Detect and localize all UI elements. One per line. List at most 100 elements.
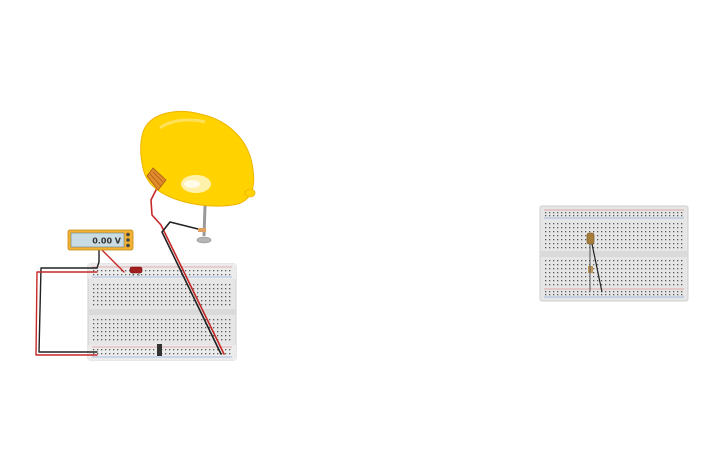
breadboard-hole[interactable] bbox=[105, 323, 107, 325]
breadboard-hole[interactable] bbox=[609, 231, 611, 233]
breadboard-hole[interactable] bbox=[201, 323, 203, 325]
breadboard-hole[interactable] bbox=[625, 268, 627, 270]
breadboard-hole[interactable] bbox=[145, 339, 147, 341]
breadboard-hole[interactable] bbox=[553, 264, 555, 266]
breadboard-hole[interactable] bbox=[661, 272, 663, 274]
breadboard-hole[interactable] bbox=[629, 260, 631, 262]
breadboard-hole[interactable] bbox=[193, 288, 195, 290]
breadboard-hole[interactable] bbox=[589, 215, 591, 217]
breadboard-hole[interactable] bbox=[677, 231, 679, 233]
breadboard-hole[interactable] bbox=[105, 304, 107, 306]
breadboard-hole[interactable] bbox=[677, 243, 679, 245]
breadboard-hole[interactable] bbox=[609, 215, 611, 217]
breadboard-hole[interactable] bbox=[185, 292, 187, 294]
breadboard-hole[interactable] bbox=[613, 243, 615, 245]
breadboard-hole[interactable] bbox=[625, 276, 627, 278]
breadboard-hole[interactable] bbox=[593, 247, 595, 249]
breadboard-hole[interactable] bbox=[645, 215, 647, 217]
breadboard-hole[interactable] bbox=[201, 339, 203, 341]
breadboard-hole[interactable] bbox=[625, 280, 627, 282]
breadboard-hole[interactable] bbox=[101, 319, 103, 321]
breadboard-hole[interactable] bbox=[565, 247, 567, 249]
breadboard-hole[interactable] bbox=[169, 353, 171, 355]
breadboard-hole[interactable] bbox=[621, 239, 623, 241]
breadboard-hole[interactable] bbox=[633, 276, 635, 278]
breadboard-hole[interactable] bbox=[597, 264, 599, 266]
breadboard-hole[interactable] bbox=[177, 353, 179, 355]
breadboard-hole[interactable] bbox=[189, 296, 191, 298]
breadboard-hole[interactable] bbox=[169, 274, 171, 276]
breadboard-hole[interactable] bbox=[141, 353, 143, 355]
breadboard-hole[interactable] bbox=[617, 284, 619, 286]
breadboard-hole[interactable] bbox=[597, 247, 599, 249]
breadboard-hole[interactable] bbox=[649, 280, 651, 282]
breadboard-hole[interactable] bbox=[581, 239, 583, 241]
breadboard-hole[interactable] bbox=[165, 292, 167, 294]
breadboard-hole[interactable] bbox=[153, 339, 155, 341]
breadboard-hole[interactable] bbox=[561, 231, 563, 233]
breadboard-hole[interactable] bbox=[545, 247, 547, 249]
breadboard-hole[interactable] bbox=[129, 296, 131, 298]
breadboard-hole[interactable] bbox=[565, 227, 567, 229]
breadboard-hole[interactable] bbox=[565, 215, 567, 217]
breadboard-hole[interactable] bbox=[645, 294, 647, 296]
breadboard-hole[interactable] bbox=[193, 349, 195, 351]
breadboard-hole[interactable] bbox=[601, 264, 603, 266]
breadboard-hole[interactable] bbox=[617, 227, 619, 229]
breadboard-hole[interactable] bbox=[637, 260, 639, 262]
breadboard-hole[interactable] bbox=[585, 223, 587, 225]
breadboard-hole[interactable] bbox=[141, 331, 143, 333]
breadboard-hole[interactable] bbox=[617, 291, 619, 293]
breadboard-hole[interactable] bbox=[673, 276, 675, 278]
breadboard-hole[interactable] bbox=[625, 227, 627, 229]
breadboard-hole[interactable] bbox=[545, 212, 547, 214]
breadboard-hole[interactable] bbox=[605, 239, 607, 241]
breadboard-hole[interactable] bbox=[205, 288, 207, 290]
breadboard-hole[interactable] bbox=[145, 274, 147, 276]
breadboard-hole[interactable] bbox=[105, 284, 107, 286]
breadboard-hole[interactable] bbox=[93, 339, 95, 341]
breadboard-hole[interactable] bbox=[113, 319, 115, 321]
breadboard-hole[interactable] bbox=[145, 335, 147, 337]
breadboard-hole[interactable] bbox=[581, 272, 583, 274]
breadboard-hole[interactable] bbox=[605, 227, 607, 229]
breadboard-hole[interactable] bbox=[609, 239, 611, 241]
breadboard-hole[interactable] bbox=[129, 288, 131, 290]
breadboard-hole[interactable] bbox=[165, 270, 167, 272]
breadboard-hole[interactable] bbox=[169, 292, 171, 294]
breadboard-hole[interactable] bbox=[169, 300, 171, 302]
breadboard-hole[interactable] bbox=[193, 319, 195, 321]
breadboard-hole[interactable] bbox=[121, 284, 123, 286]
breadboard-hole[interactable] bbox=[117, 270, 119, 272]
breadboard-hole[interactable] bbox=[133, 292, 135, 294]
breadboard-hole[interactable] bbox=[197, 284, 199, 286]
breadboard-hole[interactable] bbox=[189, 331, 191, 333]
breadboard-hole[interactable] bbox=[209, 335, 211, 337]
breadboard-hole[interactable] bbox=[565, 260, 567, 262]
breadboard-hole[interactable] bbox=[645, 227, 647, 229]
breadboard-hole[interactable] bbox=[189, 304, 191, 306]
breadboard-hole[interactable] bbox=[573, 272, 575, 274]
breadboard-hole[interactable] bbox=[101, 304, 103, 306]
breadboard-hole[interactable] bbox=[569, 227, 571, 229]
breadboard-hole[interactable] bbox=[165, 284, 167, 286]
breadboard-hole[interactable] bbox=[573, 223, 575, 225]
breadboard-hole[interactable] bbox=[229, 270, 231, 272]
breadboard-hole[interactable] bbox=[593, 260, 595, 262]
breadboard-hole[interactable] bbox=[137, 349, 139, 351]
breadboard-hole[interactable] bbox=[185, 323, 187, 325]
breadboard-hole[interactable] bbox=[561, 223, 563, 225]
breadboard-hole[interactable] bbox=[561, 235, 563, 237]
breadboard-hole[interactable] bbox=[181, 319, 183, 321]
breadboard-hole[interactable] bbox=[177, 323, 179, 325]
breadboard-hole[interactable] bbox=[137, 319, 139, 321]
breadboard-hole[interactable] bbox=[181, 323, 183, 325]
breadboard-hole[interactable] bbox=[105, 353, 107, 355]
breadboard-hole[interactable] bbox=[601, 276, 603, 278]
breadboard-hole[interactable] bbox=[169, 284, 171, 286]
breadboard-hole[interactable] bbox=[193, 339, 195, 341]
breadboard-hole[interactable] bbox=[173, 327, 175, 329]
breadboard-hole[interactable] bbox=[137, 335, 139, 337]
breadboard-hole[interactable] bbox=[641, 284, 643, 286]
breadboard-hole[interactable] bbox=[545, 284, 547, 286]
